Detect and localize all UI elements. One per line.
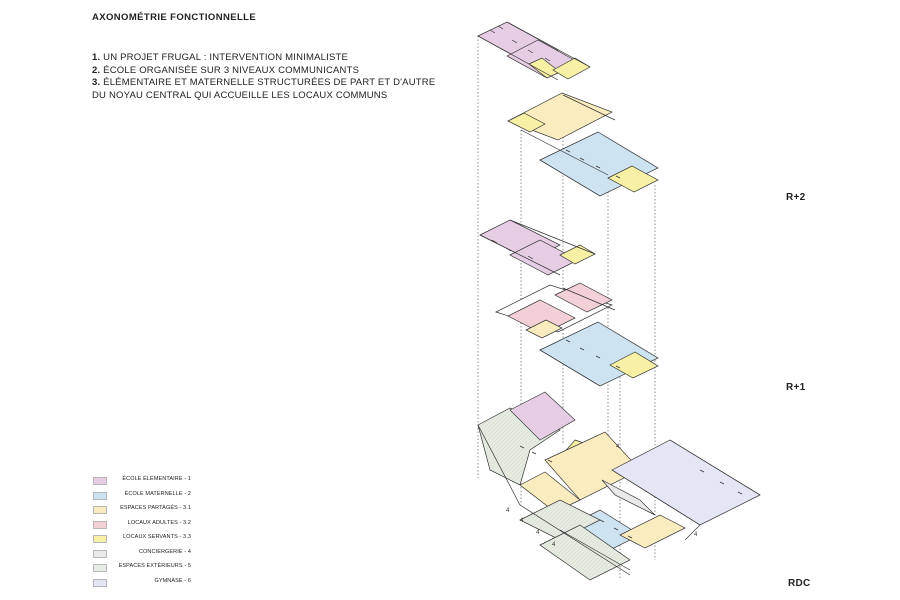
marker-rdc-4: 4 [552,542,556,548]
marker-rdc-6: 4 [694,532,698,538]
level-r1-plan [479,219,659,387]
level-label-rdc: RDC [788,578,811,589]
note-3: 3. ÉLÉMENTAIRE ET MATERNELLE STRUCTURÉES… [92,77,436,88]
legend-swatch-maternelle [93,491,107,500]
legend-swatch-servants [93,535,107,543]
notes-list: 1. UN PROJET FRUGAL : INTERVENTION MINIM… [92,52,435,102]
rdc-elementaire [509,391,576,441]
legend-swatch-exterieurs [93,564,107,572]
legend-swatch-adultes [93,520,107,529]
level-r2-plan [477,21,659,197]
marker-rdc-2: 4 [520,518,524,524]
rdc-gymnase [611,439,761,526]
note-1: 1. UN PROJET FRUGAL : INTERVENTION MINIM… [92,52,349,63]
level-rdc-plan [477,391,761,581]
level-label-r2: R+2 [786,192,806,203]
legend-swatch-gymnase [93,578,107,587]
marker-rdc-3: 4 [536,530,540,536]
legend-swatch-elementaire [93,477,107,485]
marker-rdc-1: 4 [506,508,510,514]
plan-markers: 4 4 4 4 4 4 [506,444,698,548]
note-3-continued: DU NOYAU CENTRAL QUI ACCUEILLE LES LOCAU… [92,89,388,101]
level-label-r1: R+1 [786,382,806,393]
marker-rdc-5: 4 [616,444,620,450]
diagram-title: AXONOMÉTRIE FONCTIONNELLE [92,12,257,23]
legend-swatch-partages [93,506,107,514]
legend-swatch-conciergerie [93,549,107,558]
note-2: 2. ÉCOLE ORGANISÉE SUR 3 NIVEAUX COMMUNI… [92,64,360,76]
